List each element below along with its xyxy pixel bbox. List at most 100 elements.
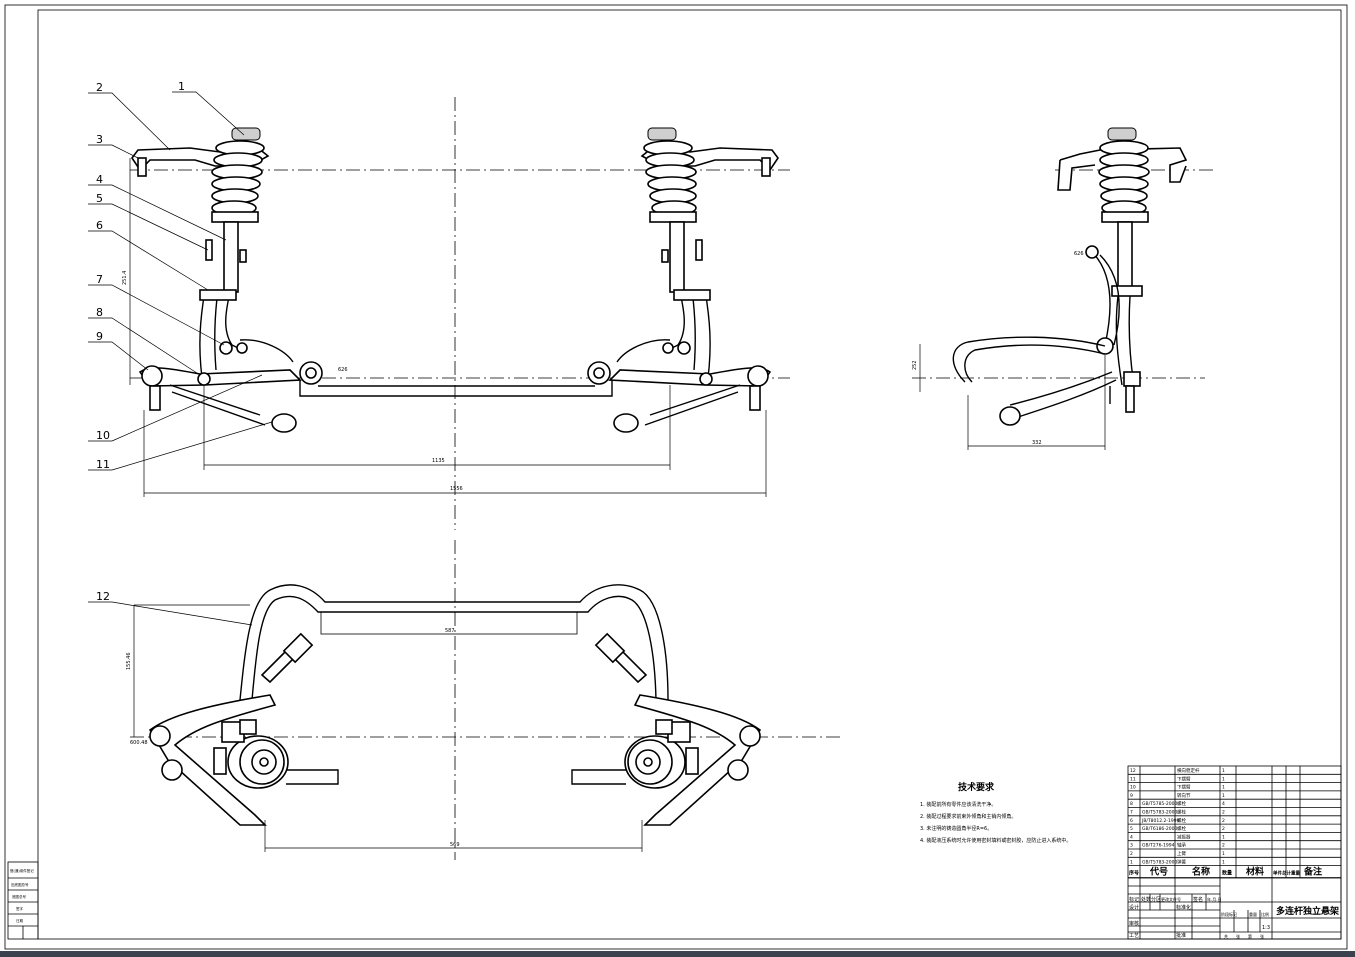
tb-row-label-0: 标记 [1129,896,1139,903]
tb-left-2: 审核 [1129,920,1139,927]
outer-frame [4,4,1348,950]
bom-cell-1-0: 11 [1130,776,1136,782]
side-view: 252 332 626 [912,127,1215,450]
tb-stage: 阶段标记 [1221,911,1237,917]
dim-587: 587 [445,628,455,634]
dim-332: 332 [1032,440,1042,446]
bom-cell-3-3: 1 [1222,793,1225,799]
bom-cell-1-2: 下摆臂 [1177,775,1191,782]
coil-spring-left [211,127,265,223]
bom-cell-8-3: 1 [1222,834,1225,840]
callout-2: 2 [96,81,103,94]
bom-cell-6-3: 2 [1222,818,1225,824]
tech-item-3: 3. 未注明的铸造圆角半径R=6。 [920,825,992,832]
bom-cell-9-1: GB/T276-1994 [1142,843,1175,849]
stamp-1: 旧底图总号 [11,882,29,887]
bom-header-4: 材料 [1245,866,1264,878]
wheel-hub-left [213,719,289,789]
bom-cell-6-0: 6 [1130,818,1133,824]
tb-left-0: 设计 [1129,904,1139,911]
bom-header-3: 数量 [1222,870,1232,877]
stamp-4: 日期 [16,918,23,923]
bom-cell-6-1: JB/T8012.2-1999 [1141,818,1180,824]
dim-626: 626 [338,367,348,373]
drawing-title: 多连杆独立悬架 [1276,905,1339,917]
knuckle-left [199,289,247,379]
dim-side-label: 626 [1074,251,1084,257]
bom-cell-7-1: GB/T6186-2000 [1142,826,1178,832]
tb-sheet-3: 张 [1260,933,1264,939]
bom-cell-9-3: 2 [1222,843,1225,849]
title-block: 标记 处数 分区 更改文件号 签名 年.月.日 设计 标准化 审核 工艺 批准 … [1127,877,1342,940]
bom-cell-11-3: 1 [1222,859,1225,865]
lower-arm-right [608,367,772,387]
bom-header-5: 单件总计重量 [1273,870,1300,877]
tb-left-4: 批准 [1176,932,1186,939]
bom-cell-5-1: GB/T5783-2000 [1142,810,1178,816]
bom-header-2: 名称 [1192,866,1210,878]
shock-absorber-left [223,221,239,293]
bom-cell-10-2: 上臂 [1177,850,1186,857]
bom-header-6: 备注 [1303,866,1322,878]
bom-cell-0-2: 横向稳定杆 [1177,767,1200,774]
bom-cell-9-0: 3 [1130,843,1133,849]
callout-10: 10 [96,429,110,442]
inner-frame [37,9,1342,940]
bom-header-0: 序号 [1128,870,1139,877]
tb-sheet-1: 张 [1236,933,1240,939]
callout-3: 3 [96,133,103,146]
side-stamp: 借(通)用件登记 旧底图总号 底图总号 签字 日期 [7,861,39,940]
front-view: 1135 1556 626 251.4 [122,97,790,530]
bom-header-1: 代号 [1149,866,1168,878]
callout-8: 8 [96,306,103,319]
tb-left-1: 标准化 [1176,904,1191,911]
tb-left-3: 工艺 [1129,933,1139,939]
bom-cell-0-0: 12 [1130,768,1136,774]
bom-cell-8-0: 4 [1130,834,1133,840]
tb-sheet-0: 共 [1224,933,1228,939]
bom-cell-11-0: 1 [1130,859,1133,865]
tb-row-label-2: 分区 [1151,896,1161,903]
bom-cell-2-2: 下摆臂 [1177,784,1191,791]
tb-sheet-2: 第 [1248,933,1252,939]
bom-cell-4-1: GB/T5785-2000 [1142,801,1178,807]
stamp-0: 借(通)用件登记 [10,868,34,873]
dim-600-48: 600.48 [130,740,148,746]
bom-cell-2-0: 10 [1130,785,1136,791]
tb-row-label-4: 签名 [1193,896,1203,903]
bom-cell-5-0: 7 [1130,810,1133,816]
bom-cell-7-2: 螺栓 [1177,825,1186,832]
lower-arm-left [138,367,302,387]
dim-251-4: 251.4 [122,271,128,285]
bom-cell-11-1: GB/T5783-2000 [1142,859,1178,865]
bom-cell-9-2: 轴承 [1177,842,1186,849]
taskbar-strip [0,951,1355,957]
bom-cell-3-0: 9 [1130,793,1133,799]
callout-1: 1 [178,80,185,93]
bom-cell-10-3: 1 [1222,851,1225,857]
stabilizer-front [299,380,613,397]
callout-9: 9 [96,330,103,343]
tb-scale: 1:3 [1262,925,1270,931]
tb-row-label-1: 处数 [1141,896,1151,903]
bom-cell-3-2: 转向节 [1177,792,1191,799]
bom-cell-2-3: 1 [1222,785,1225,791]
callout-4: 4 [96,173,103,186]
bom-cell-1-3: 1 [1222,776,1225,782]
bom-cell-10-0: 2 [1130,851,1133,857]
dim-1135: 1135 [432,458,445,464]
tech-item-1: 1. 装配前所有零件应该清洗干净。 [920,801,996,808]
callouts: 1 2 3 4 5 6 7 8 9 10 11 12 [88,80,273,626]
tb-scale-label: 比例 [1261,911,1269,917]
bom-cell-5-2: 螺栓 [1177,809,1186,816]
callout-7: 7 [96,273,103,286]
bom-cell-4-2: 螺栓 [1177,800,1186,807]
bom-cell-11-2: 弹簧 [1177,858,1186,865]
stamp-2: 底图总号 [12,894,26,899]
bom-cell-8-2: 减振器 [1177,833,1191,840]
tech-title: 技术要求 [958,781,995,793]
dim-1556: 1556 [450,486,463,492]
stamp-3: 签字 [16,906,23,911]
tb-row-label-5: 年.月.日 [1207,896,1222,902]
